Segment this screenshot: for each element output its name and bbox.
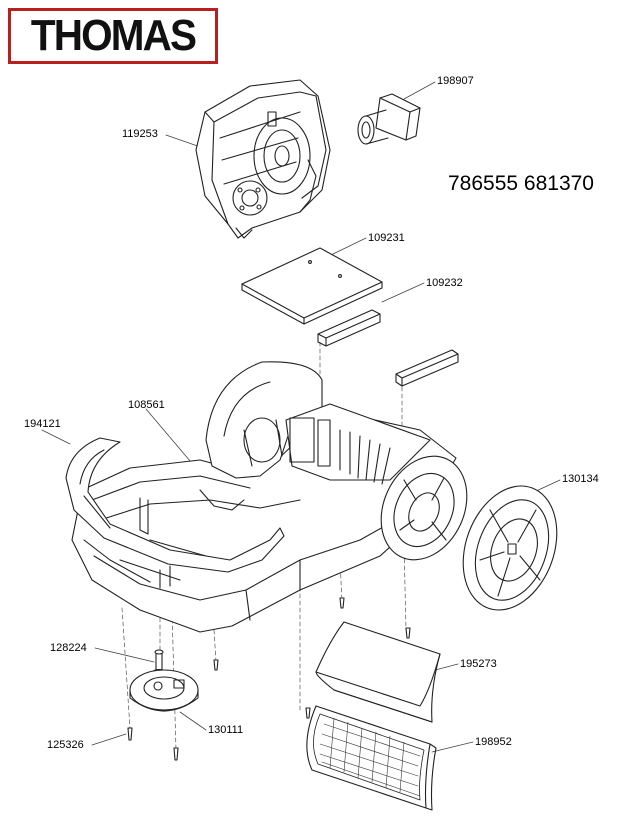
brand-logo-text: THOMAS	[30, 11, 197, 60]
part-label-198907: 198907	[437, 75, 474, 87]
model-numbers: 786555 681370	[448, 172, 594, 195]
part-198907-connector	[357, 93, 421, 145]
part-130111-caster	[129, 669, 199, 712]
part-label-125326: 125326	[47, 739, 84, 751]
part-label-194121: 194121	[24, 418, 61, 430]
screws	[127, 597, 411, 761]
part-label-130134: 130134	[562, 473, 599, 485]
body-rear-disc	[205, 361, 323, 479]
part-label-109232: 109232	[426, 277, 463, 289]
part-label-109231: 109231	[368, 232, 405, 244]
part-label-198952: 198952	[475, 736, 512, 748]
part-119253-motor-housing	[195, 79, 331, 239]
part-label-128224: 128224	[50, 642, 87, 654]
part-130134-wheel	[462, 485, 558, 611]
part-198952-grille	[306, 705, 437, 811]
body-wheel-right	[380, 455, 468, 561]
part-109231-filter-pad	[241, 247, 383, 325]
brand-logo: THOMAS	[8, 8, 218, 64]
part-194121-bumper	[65, 437, 285, 573]
part-195273-filter-sheet	[315, 621, 441, 723]
part-label-195273: 195273	[460, 658, 497, 670]
leader-lines	[41, 81, 561, 753]
body-filter-grille	[285, 403, 431, 485]
part-label-108561: 108561	[128, 399, 165, 411]
part-label-130111: 130111	[208, 724, 244, 736]
part-label-119253: 119253	[122, 128, 158, 140]
part-109232-foam-strips	[317, 309, 459, 387]
